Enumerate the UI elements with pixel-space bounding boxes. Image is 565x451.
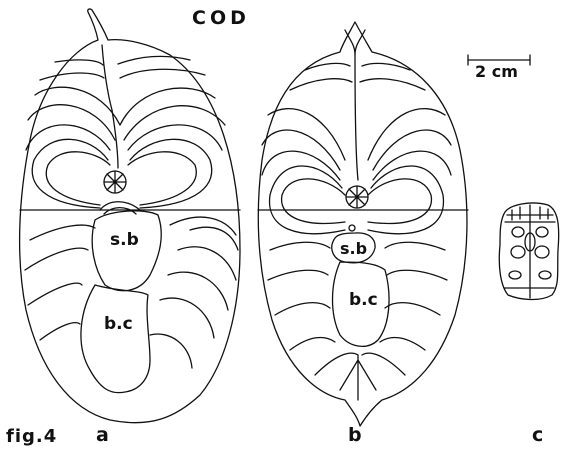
panel-label-b: b: [348, 424, 363, 446]
figure-title: COD: [192, 7, 250, 29]
swim-bladder-label-a: s.b: [110, 230, 139, 250]
body-cavity-label-b: b.c: [349, 290, 378, 310]
specimen-c-section: [499, 203, 558, 300]
specimen-b-core: [346, 186, 368, 231]
specimen-b-growth-rings: [262, 63, 451, 400]
body-cavity-label-a: b.c: [104, 314, 133, 334]
specimen-a-swim-bladder: [92, 211, 161, 291]
swim-bladder-label-b: s.b: [340, 239, 367, 258]
figure-number-label: fig.4: [6, 426, 57, 447]
specimen-b-outline: [258, 22, 468, 426]
panel-label-a: a: [96, 424, 110, 446]
panel-label-c: c: [532, 424, 544, 446]
scale-bar-label: 2 cm: [475, 62, 518, 81]
specimen-a-body-cavity: [81, 285, 150, 393]
specimen-a-core: [100, 171, 140, 214]
specimen-a-outline: [20, 9, 240, 423]
